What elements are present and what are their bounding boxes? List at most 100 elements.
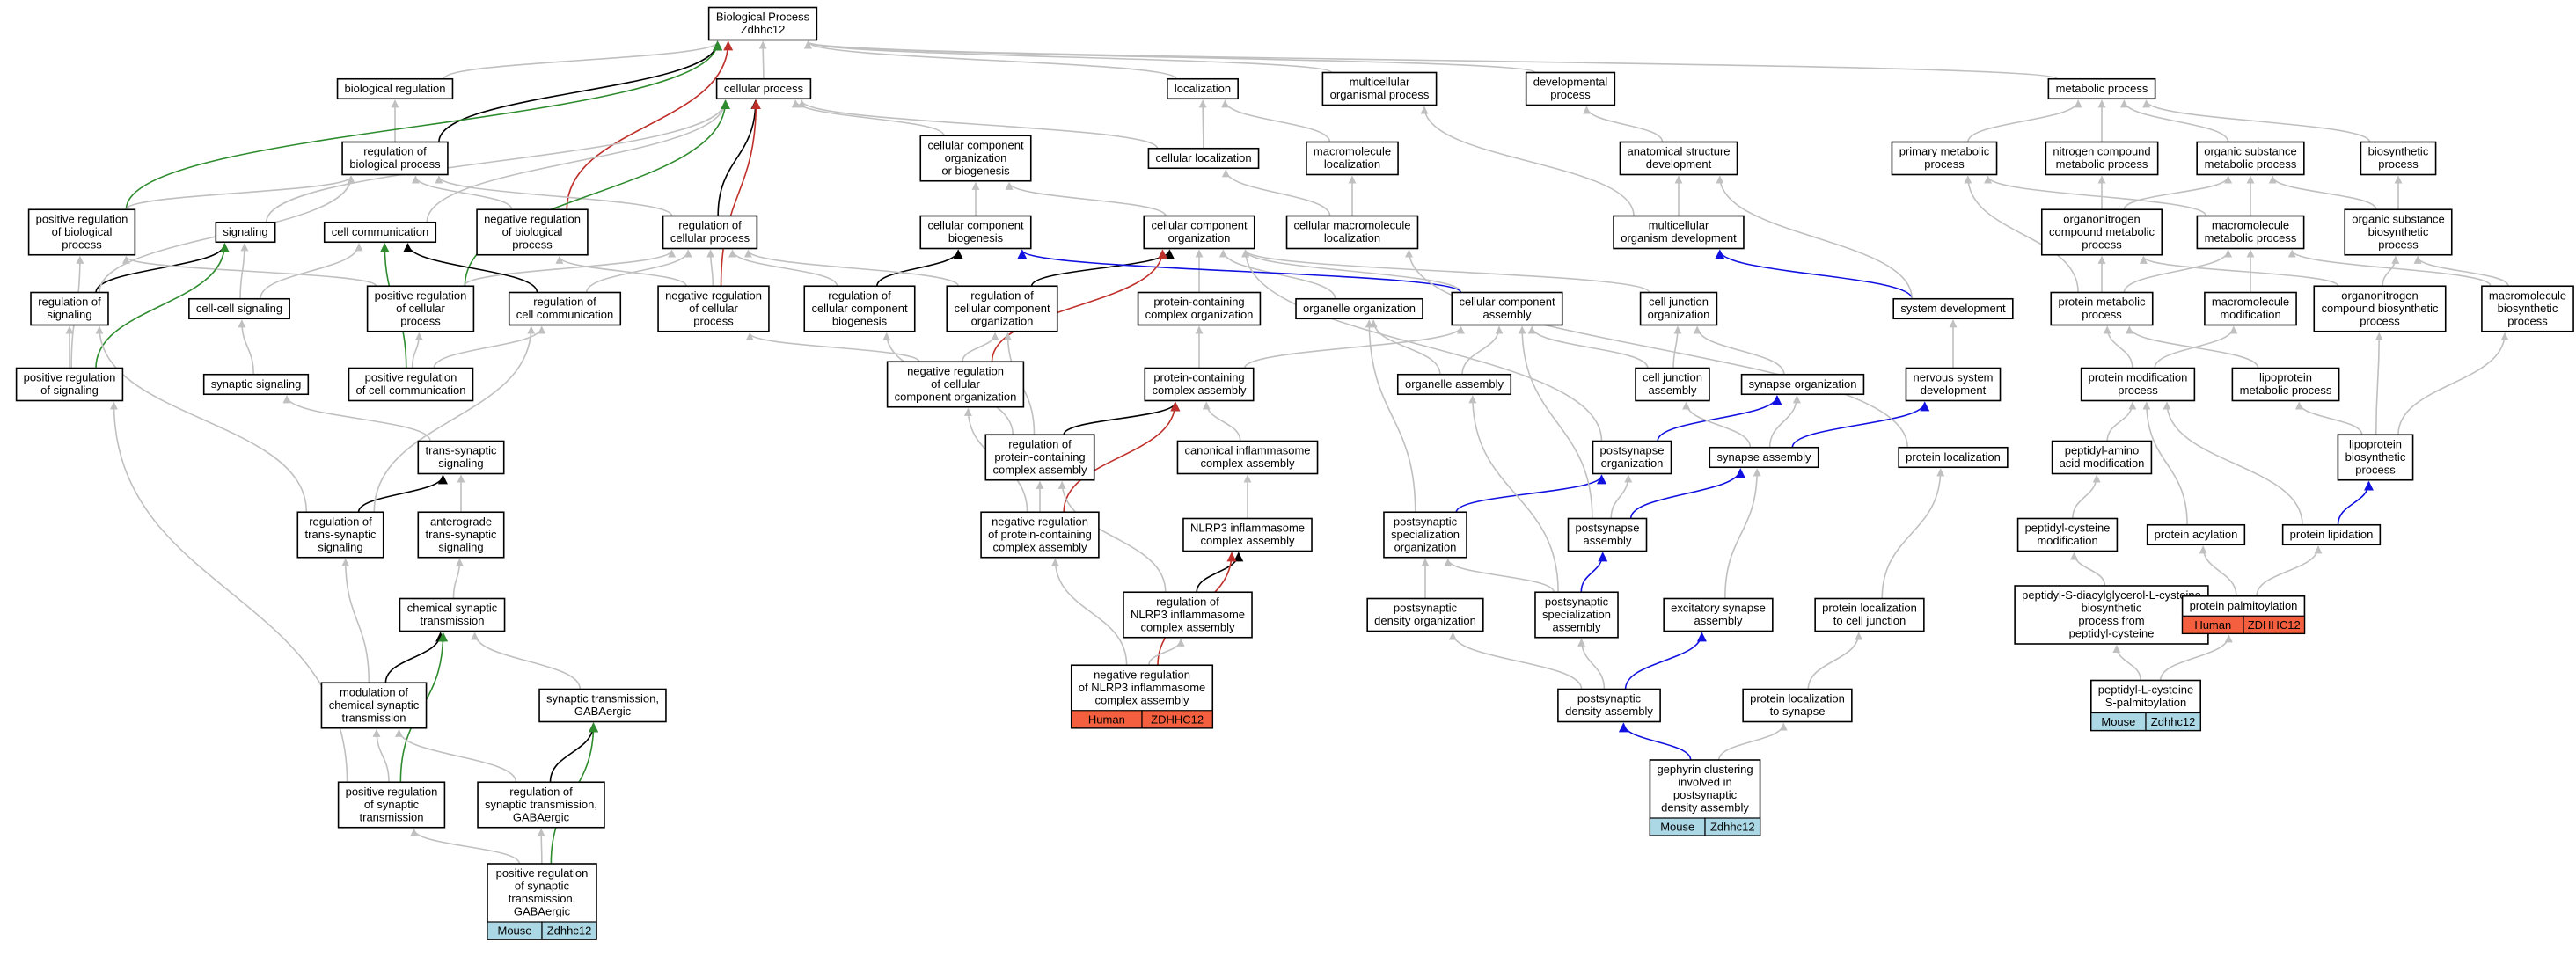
node-cellular-localization[interactable]: cellular localization — [1147, 147, 1260, 170]
node-synapse-assembly[interactable]: synapse assembly — [1709, 446, 1819, 469]
node-synapse-organization[interactable]: synapse organization — [1740, 373, 1865, 396]
node-localization[interactable]: localization — [1167, 77, 1239, 100]
gene-tag: Zdhhc12 — [547, 924, 592, 938]
node-system-development[interactable]: system development — [1892, 297, 2014, 320]
node-box — [1525, 71, 1616, 106]
node-metabolic-process[interactable]: metabolic process — [2047, 77, 2156, 100]
node-protein-lipidation[interactable]: protein lipidation — [2281, 523, 2382, 546]
node-biological-regulation[interactable]: biological regulation — [336, 77, 454, 100]
node-organelle-organization[interactable]: organelle organization — [1295, 297, 1423, 320]
edge-organic-substance-biosynthetic-process-to-organic-substance-metabolic-process — [2268, 175, 2377, 210]
node-organelle-assembly[interactable]: organelle assembly — [1396, 373, 1512, 396]
node-cell-cell-signaling[interactable]: cell-cell signaling — [188, 297, 290, 320]
node-synaptic-signaling[interactable]: synaptic signaling — [202, 373, 310, 396]
node-cellular-process[interactable]: cellular process — [715, 77, 812, 100]
node-box — [2040, 208, 2163, 256]
node-box — [2080, 367, 2196, 402]
edge-regulation-of-cellular-process-to-cellular-process — [717, 99, 761, 216]
node-synaptic-transmission-gabaergic[interactable]: synaptic transmission,GABAergic — [538, 688, 667, 723]
gene-tag-cell — [2243, 615, 2306, 634]
node-protein-acylation[interactable]: protein acylation — [2146, 523, 2246, 546]
node-protein-localization[interactable]: protein localization — [1898, 446, 2009, 469]
node-cell-communication[interactable]: cell communication — [323, 221, 437, 244]
node-signaling[interactable]: signaling — [215, 221, 276, 244]
